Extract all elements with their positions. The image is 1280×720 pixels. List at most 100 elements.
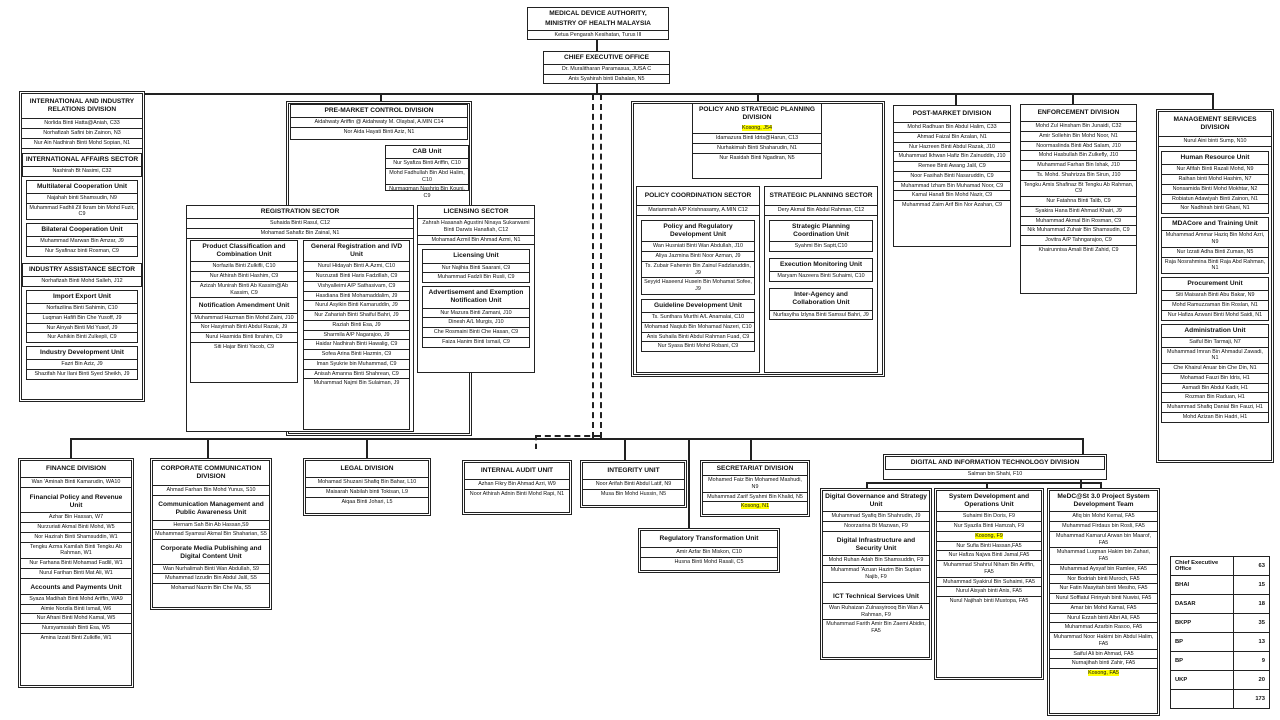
mda-box: MEDICAL DEVICE AUTHORITY, MINISTRY OF HE… [527,7,669,40]
row: Muhammad Farhan Bin Ishak, J10 [1021,160,1136,170]
row: Anisah Amanna Binti Shahrean, C9 [304,368,409,379]
legal-title: LEGAL DIVISION [340,465,394,472]
row: Faiza Hanim Binti Ismail, C9 [423,336,529,347]
summary-total: 173 [1233,689,1270,709]
row: Amar bin Mohd Kamal, FA5 [1050,602,1157,613]
summary-value: 35 [1233,613,1270,633]
row: Azizah Munirah Binti Ab Kassim@Ab Kassim… [191,280,297,299]
row: Muhammad Firdaus bin Rosli, FA5 [1050,521,1157,531]
row: Wan Nurhalimah Binti Wan Abdullah, S9 [153,563,269,574]
row: Nurul Najihah binti Mustopa, FA5 [937,596,1041,606]
greg-unit: General Registration and IVD Unit Nurul … [303,240,410,430]
row: Wan Ruhaizan Zulnasyirooq Bin Wan A Rahm… [823,602,929,620]
licu-title: Licensing Unit [453,252,499,260]
lic-sector: LICENSING SECTOR Zahrah Hasanah Agustini… [417,205,535,373]
pcs-title: POLICY COORDINATION SECTOR [644,192,752,199]
intl-division: INTERNATIONAL AND INDUSTRY RELATIONS DIV… [19,91,145,402]
row: Che Khairul Anuar bin Che Din, N1 [1162,363,1268,373]
row: Nor Aida Hayati Binti Aziz, N1 [291,126,467,137]
row: Raja Nosrahmina Binti Raja Abd Rahman, N… [1162,256,1268,274]
vacant-highlight: Kosong, N1 [740,503,770,510]
row: Tengku Amis Shafinaz Bt Tengku Ab Rahman… [1021,179,1136,197]
row: Nurul Soffiatul Firinyah binti Nuwisi, F… [1050,593,1157,603]
title-line1: MEDICAL DEVICE AUTHORITY, [549,10,647,17]
notif-title: Notification Amendment Unit [198,302,290,310]
row: Muhammad Hazman Bin Mohd Zaini, J10 [191,312,297,323]
row: Dinesh A/L Murgis, J10 [423,317,529,327]
row: Wan Husniati Binti Wan Abdullah, J10 [642,241,754,251]
row: Noor Arifah Binti Abdul Latif, N9 [583,479,684,489]
vacant-highlight: Kosong, FA5 [1088,670,1119,677]
row: Ahmad Faizal Bin Azalan, N1 [894,131,1010,142]
row: Nur Ain Nadhirah Binti Mohd Sopian, N1 [22,137,142,149]
row: Mohd Azizan Bin Hadri, H1 [1162,411,1268,422]
cm-title: Communication Management and Public Awar… [158,501,264,517]
dit-title: DIGITAL AND INFORMATION TECHNOLOGY DIVIS… [910,459,1080,466]
row: Ts. Mohd. Shahrizza Bin Sirun, J10 [1021,169,1136,180]
row: Wan 'Aminah Binti Kamarudin, WA10 [21,477,131,488]
row: Suhaida Binti Rasul, C12 [187,218,413,228]
row: Nursyamssiah Binti Esa, W5 [21,623,131,633]
row: Nurmaqman Nashriq Bin Kounj, C9 [386,184,468,201]
row: Aimie Norzila Binti Ismail, W6 [21,603,131,614]
row: Muhammad Kamarul Arwan bin Maarof, FA5 [1050,530,1157,548]
row: Muhammad Noor Hakimi bin Abdul Halim, FA… [1050,632,1157,649]
row: Vishyalleimi A/P Sathasivam, C9 [304,280,409,291]
pcs-sector: POLICY COORDINATION SECTOR Mariammah A/P… [636,186,760,373]
row: Musa Bin Mohd Hussin, N5 [583,488,684,499]
row: Nur Mazura Binti Zamani, J10 [423,307,529,318]
summary-label [1170,689,1234,709]
row: Noorzarina Bt Mazwan, F9 [823,521,929,532]
row: Muhammad Azarbin Rasoo, FA5 [1050,622,1157,632]
summary-value: 18 [1233,594,1270,614]
row: Nur Afifah Binti Razali Mohd, N9 [1162,164,1268,174]
corp-division: CORPORATE COMMUNICATION DIVISION Ahmad F… [150,458,272,610]
row: Nur Fatahna Binti Talib, C9 [1021,196,1136,206]
dgs-group: Digital Governance and Strategy Unit Muh… [820,488,932,660]
row: Kamal Hanafi Bin Mohd Nazir, C9 [894,190,1010,200]
row: Robiatun Adawiyah Binti Zainon, N1 [1162,193,1268,204]
summary-label: BP [1170,651,1234,671]
iac-title: Inter-Agency and Collaboration Unit [792,291,850,307]
row: Nur Syazila Binti Hamzah, F9 [937,521,1041,531]
row: Nur Athirah Binti Hashim, C9 [191,271,297,281]
summary-value: 9 [1233,651,1270,671]
row: Nur Zahariah Binti Shaiful Bahri, J9 [304,310,409,320]
enf-division: ENFORCEMENT DIVISION Mohd Zul Hinsham Bi… [1020,104,1137,294]
row: Sharmila A/P Nagarajoo, J9 [304,329,409,340]
row: Nor Hasyimah Binti Abdul Razak, J9 [191,322,297,332]
row: Muhammad Fadhli Zil Ikram bin Mohd Fuzir… [27,202,137,220]
row: Remee Binti Awang Jalil, C9 [894,161,1010,171]
row: Husna Binti Mohd Rasali, C5 [641,556,777,567]
row: Hernam Sah Bin Ab Hassan,S9 [153,519,269,530]
lic-title: LICENSING SECTOR [443,208,509,215]
rtu-unit: Regulatory Transformation Unit Amir Azfa… [638,528,780,573]
row: Muhammad Syamsul Akmal Bin Shaharian, S5 [153,529,269,541]
vacant-highlight: Kosong, J54 [742,125,772,132]
row: Nur Rasidah Binti Ngadiran, N5 [693,152,821,163]
summary-value: 20 [1233,670,1270,690]
row: Azhar Bin Hassan, W7 [21,512,131,522]
row: Nor Bodriah binti Muroch, FA5 [1050,573,1157,584]
rtu-title: Regulatory Transformation Unit [659,535,759,542]
summary-value: 63 [1233,556,1270,576]
psp-title: POLICY AND STRATEGIC PLANNING DIVISION [698,106,815,122]
row: Nur Afrani Binti Mohd Kamal, W5 [21,613,131,623]
row: Aiqaa Binti Johari, L5 [306,496,428,507]
fin-title: FINANCE DIVISION [45,465,107,472]
adv-title: Advertisement and Exemption Notification… [428,289,524,305]
subtitle: Ketua Pengarah Kesihatan, Turus III [528,30,668,40]
greg-title: General Registration and IVD Unit [310,243,403,259]
row: Nur Syasa Binti Mohd Robani, C9 [642,341,754,351]
row: Anis Suhaila Binti Abdul Rahman Fuad, C9 [642,331,754,342]
row: Nor Hazirah Binti Shamsuddin, W1 [21,531,131,542]
pmc-title: PRE-MARKET CONTROL DIVISION [324,107,434,114]
proc-title: Procurement Unit [1187,280,1243,288]
acc-title: Accounts and Payments Unit [30,583,122,591]
cab-unit: CAB Unit Nur Syafiza Binti Ariffin, C10 … [385,145,469,199]
sec-division: SECRETARIAT DIVISION Mohamed Faiz Bin Mo… [700,460,810,517]
post-title: POST-MARKET DIVISION [912,110,992,117]
reg-title: REGISTRATION SECTOR [260,208,340,215]
row: Mohamed Faiz Bin Mohamed Mashudi, N9 [703,475,807,492]
